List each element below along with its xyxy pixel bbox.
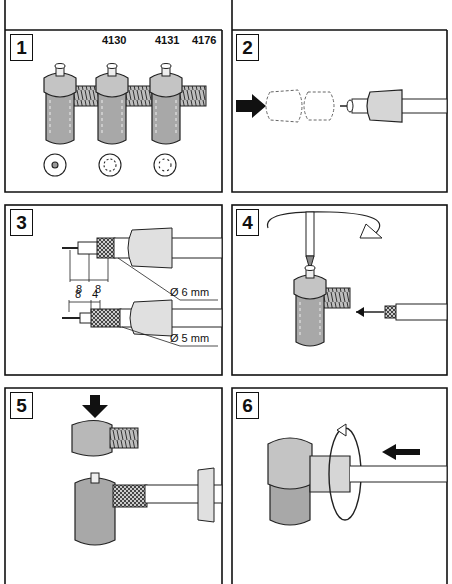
step-number-box: 4 — [236, 209, 259, 236]
step-number-box: 5 — [10, 392, 33, 419]
part-number: 4176 — [192, 35, 216, 46]
dimension: 8 — [75, 289, 81, 300]
dimension: Ø 5 mm — [170, 333, 209, 344]
dimension: Ø 6 mm — [170, 287, 209, 298]
part-number: 4130 — [102, 35, 126, 46]
step-number-box: 1 — [10, 34, 33, 61]
step-number: 5 — [16, 396, 27, 415]
step-number: 2 — [242, 38, 253, 57]
step-number: 1 — [16, 38, 27, 57]
dimension: 4 — [92, 289, 98, 300]
step-number-box: 2 — [236, 34, 259, 61]
step-number-box: 6 — [236, 392, 259, 419]
part-number: 4131 — [155, 35, 179, 46]
step-number: 3 — [16, 213, 27, 232]
step-number-box: 3 — [10, 209, 33, 236]
step-number: 6 — [242, 396, 253, 415]
step-number: 4 — [242, 213, 253, 232]
